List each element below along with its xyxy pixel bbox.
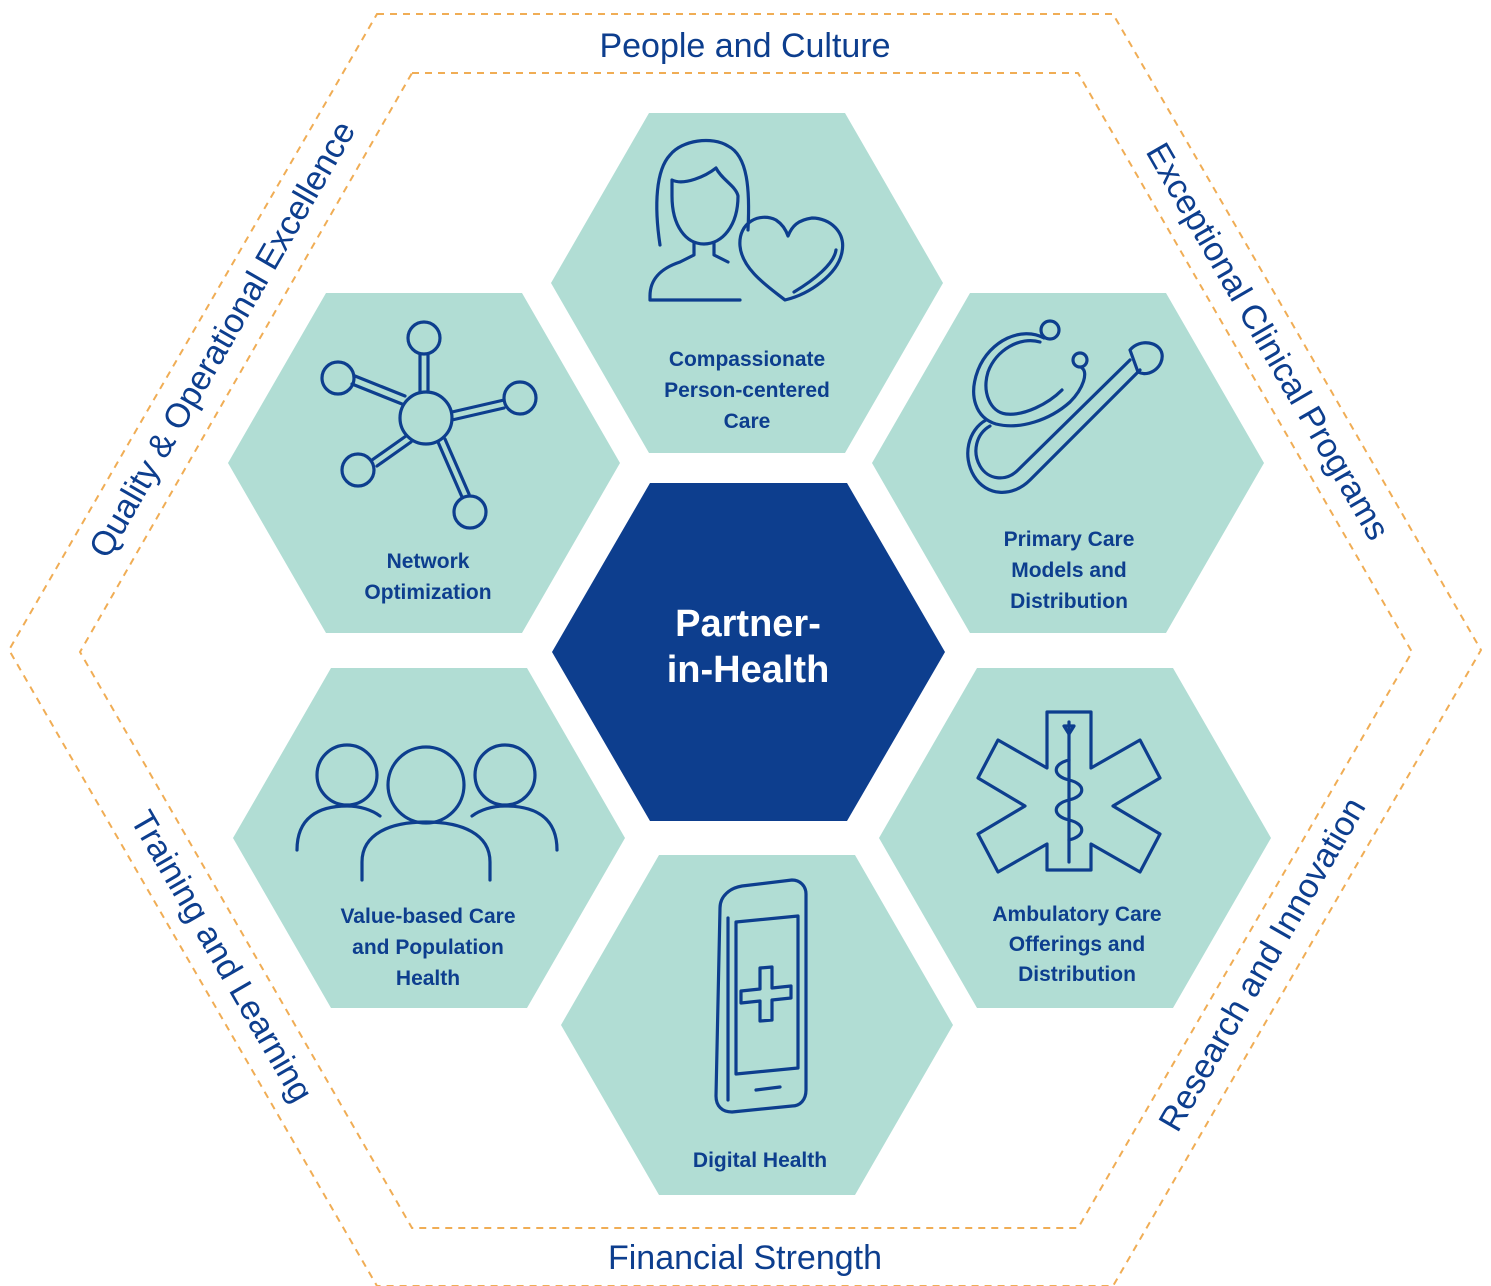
hex-ambulatory-label-1: Ambulatory Care — [992, 903, 1161, 926]
hex-ambulatory-label-2: Offerings and — [1009, 933, 1146, 956]
hex-value-based-care: Value-based Care and Population Health — [233, 668, 625, 1008]
hex-ambulatory-label-3: Distribution — [1018, 963, 1136, 986]
inner-dashed-hexagon — [78, 72, 1414, 1229]
stethoscope-icon — [966, 319, 1164, 494]
hex-compassionate-label-2: Person-centered — [664, 379, 830, 402]
star-of-life-icon — [976, 710, 1162, 874]
ring-label-bottom: Financial Strength — [608, 1239, 882, 1277]
hex-compassionate-label-1: Compassionate — [669, 348, 825, 371]
hex-digital-label-1: Digital Health — [693, 1149, 827, 1172]
ring-label-top: People and Culture — [599, 27, 890, 65]
hex-network-label-1: Network — [387, 550, 470, 573]
hex-primary-label-2: Models and — [1011, 559, 1127, 582]
hex-ambulatory-care: Ambulatory Care Offerings and Distributi… — [879, 668, 1271, 1008]
hex-value-label-2: and Population — [352, 936, 504, 959]
center-label-line-2: in-Health — [667, 649, 830, 691]
hex-primary-label-3: Distribution — [1010, 590, 1128, 613]
hex-compassionate-label-3: Care — [724, 410, 771, 433]
center-hexagon: Partner- in-Health — [552, 483, 945, 821]
smartphone-cross-icon — [714, 878, 808, 1114]
hex-compassionate-care: Compassionate Person-centered Care — [551, 113, 943, 453]
hex-primary-care: Primary Care Models and Distribution — [872, 293, 1264, 633]
hex-network-label-2: Optimization — [364, 581, 491, 604]
network-nodes-icon — [320, 320, 538, 530]
hex-network-optimization: Network Optimization — [228, 293, 620, 633]
hex-primary-label-1: Primary Care — [1004, 528, 1135, 551]
hex-value-label-3: Health — [396, 967, 460, 990]
hex-value-label-1: Value-based Care — [340, 905, 515, 928]
person-heart-icon — [648, 138, 845, 302]
center-label-line-1: Partner- — [675, 603, 821, 645]
group-people-icon — [295, 743, 559, 882]
hex-digital-health: Digital Health — [561, 855, 953, 1195]
